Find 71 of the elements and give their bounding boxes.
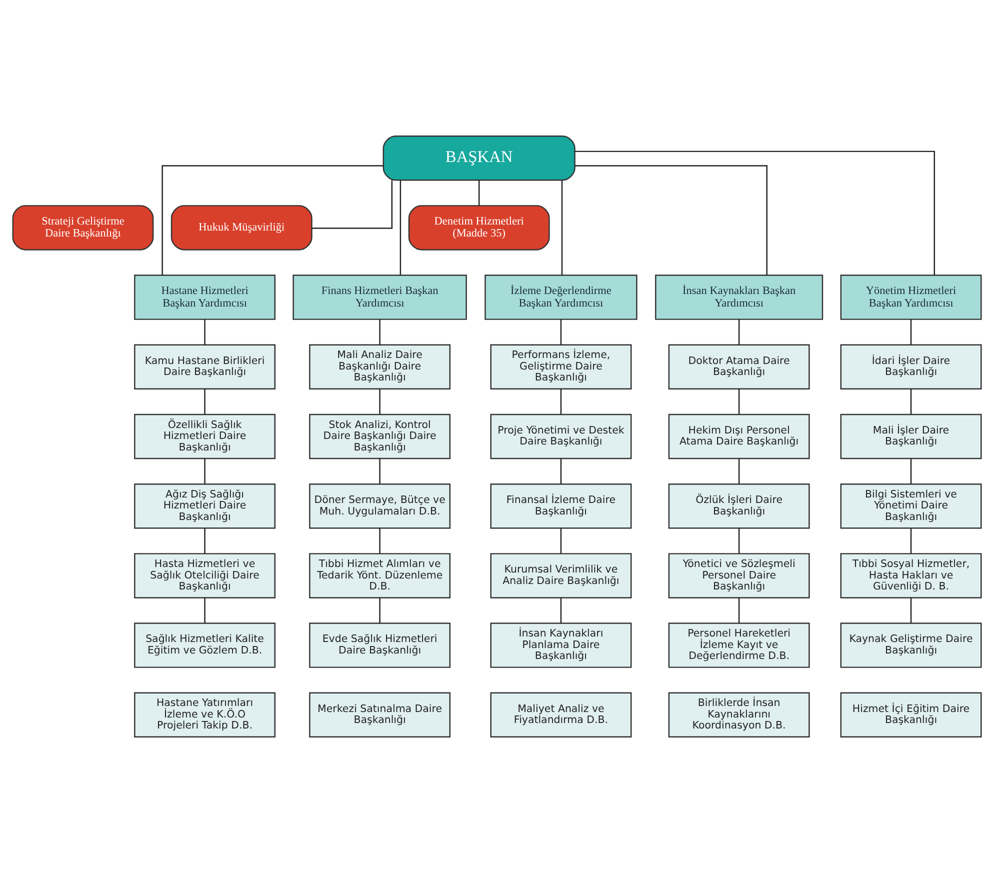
node-box: Personel Hareketleri İzleme Kayıt ve Değerlendirme D.B. [668,622,810,668]
connector [910,598,912,624]
connector [379,528,380,554]
node-box: Stok Analizi, Kontrol Daire Başkanlığı Daire Başkanlığı [309,414,451,460]
connector [560,319,562,345]
node-box: İnsan Kaynakları Başkan Yardımcısı [655,274,824,320]
connector [560,528,562,554]
node-box: Maliyet Analiz ve Fiyatlandırma D.B. [490,692,632,738]
connector [738,388,740,414]
connector [478,180,480,206]
connector [738,319,740,345]
connector [910,458,912,484]
connector [204,528,206,554]
connector [910,388,912,414]
connector [574,165,768,276]
connector [738,458,740,484]
node-box: Mali Analiz Daire Başkanlığı Daire Başkanlığı [309,344,451,390]
node-box: Merkezi Satınalma Daire Başkanlığı [309,692,451,738]
connector [738,528,740,554]
node-box: Sağlık Hizmetleri Kalite Eğitim ve Gözlem D.B. [134,622,276,668]
node-box: Ağız Diş Sağlığı Hizmetleri Daire Başkanlığı [134,483,276,529]
node-box: Birliklerde İnsan Kaynaklarını Koordinasyon D.B. [668,692,810,738]
connector [204,388,206,414]
connector [379,458,380,484]
connector [379,598,380,624]
connector [204,458,206,484]
connector [910,319,912,345]
connector [204,598,206,624]
node-box: Denetim Hizmetleri (Madde 35) [408,205,550,250]
node-box: Strateji Geliştirme Daire Başkanlığı [12,205,154,250]
node-box: Döner Sermaye, Bütçe ve Muh. Uygulamaları D.B. [309,483,451,529]
node-box: Finansal İzleme Daire Başkanlığı [490,483,632,529]
node-box: Hastane Yatırımları İzleme ve K.Ö.O Projeleri Takip D.B. [134,692,276,738]
node-box: Hukuk Müşavirliği [170,205,312,250]
connector [738,598,740,624]
connector [379,388,380,414]
connector [560,458,562,484]
connector [379,319,380,345]
node-box: İdari İşler Daire Başkanlığı [840,344,982,390]
connector [561,180,563,275]
node-box: Yönetim Hizmetleri Başkan Yardımcısı [840,274,982,320]
node-box: Hastane Hizmetleri Başkan Yardımcısı [134,274,276,320]
node-box: Performans İzleme, Geliştirme Daire Başkanlığı [490,344,632,390]
node-box: Hekim Dışı Personel Atama Daire Başkanlığı [668,414,810,460]
node-box: Tıbbi Sosyal Hizmetler, Hasta Hakları ve Güvenliği D. B. [840,553,982,598]
node-box: Doktor Atama Daire Başkanlığı [668,344,810,390]
connector [560,598,562,624]
node-box: BAŞKAN [382,135,576,181]
node-box: Kurumsal Verimlilik ve Analiz Daire Başkanlığı [490,553,632,598]
node-box: Mali İşler Daire Başkanlığı [840,414,982,460]
node-box: Yönetici ve Sözleşmeli Personel Daire Başkanlığı [668,553,810,598]
connector [560,388,562,414]
node-box: Tıbbi Hizmet Alımları ve Tedarik Yönt. Düzenleme D.B. [309,553,451,598]
connector [312,180,393,229]
node-box: Kaynak Geliştirme Daire Başkanlığı [840,622,982,668]
node-box: Proje Yönetimi ve Destek Daire Başkanlığı [490,414,632,460]
node-box: Hasta Hizmetleri ve Sağlık Otelciliği Daire Başkanlığı [134,553,276,598]
connector [400,180,402,275]
node-box: Bilgi Sistemleri ve Yönetimi Daire Başkanlığı [840,483,982,529]
node-box: İnsan Kaynakları Planlama Daire Başkanlığı [490,622,632,668]
node-box: Kamu Hastane Birlikleri Daire Başkanlığı [134,344,276,390]
node-box: Hizmet İçi Eğitim Daire Başkanlığı [840,692,982,738]
node-box: İzleme Değerlendirme Başkan Yardımcısı [484,274,638,320]
connector [910,528,912,554]
node-box: Evde Sağlık Hizmetleri Daire Başkanlığı [309,622,451,668]
node-box: Özellikli Sağlık Hizmetleri Daire Başkanlığı [134,414,276,460]
node-box: Özlük İşleri Daire Başkanlığı [668,483,810,529]
connector [574,150,935,276]
connector [204,319,206,345]
node-box: Finans Hizmetleri Başkan Yardımcısı [292,274,467,320]
connector [162,165,384,276]
